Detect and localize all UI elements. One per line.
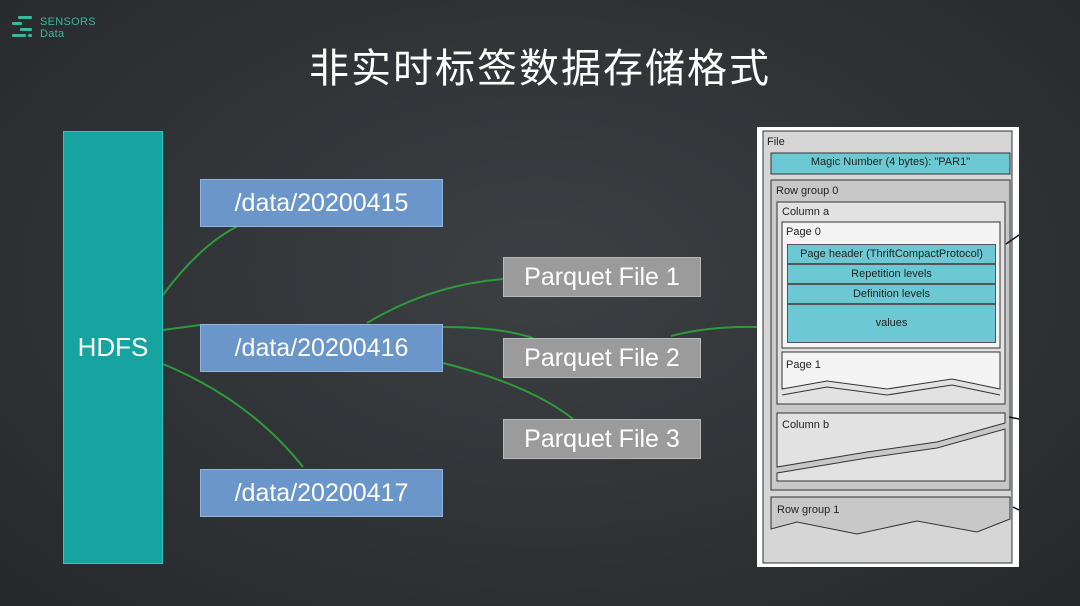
- magic-number-box: [770, 152, 1011, 175]
- logo-mark-icon: [12, 14, 34, 42]
- row-group-1-label: Row group 1: [777, 504, 840, 516]
- connector-hdfs-dir3: [162, 363, 304, 468]
- file-label: File: [767, 136, 785, 148]
- repetition-levels-cell: Repetition levels: [787, 264, 996, 284]
- arrow-column-b: [1008, 416, 1019, 420]
- magic-number-label: Magic Number (4 bytes): "PAR1": [810, 156, 971, 168]
- sensors-data-logo: SENSORS Data: [12, 14, 96, 42]
- page-1-label: Page 1: [786, 359, 821, 371]
- page-1-tear: [781, 384, 1001, 396]
- arrow-row-group-1: [1012, 506, 1019, 511]
- logo-line-1: SENSORS: [40, 16, 96, 28]
- parquet-file-1: Parquet File 1: [503, 257, 701, 297]
- arrow-page-0: [1005, 234, 1019, 245]
- dir-20200416: /data/20200416: [200, 324, 443, 372]
- page-0-label: Page 0: [786, 226, 821, 238]
- slide-title: 非实时标签数据存储格式: [309, 46, 771, 92]
- logo-text: SENSORS Data: [40, 16, 96, 40]
- column-a-label: Column a: [782, 206, 830, 218]
- connector-hdfs-dir2: [162, 324, 201, 331]
- logo-line-2: Data: [40, 28, 65, 40]
- parquet-file-3: Parquet File 3: [503, 419, 701, 459]
- connector-dir2-file3: [442, 362, 574, 420]
- column-b-tear: [776, 428, 1006, 482]
- values-cell: values: [787, 304, 996, 343]
- connector-dir2-file2: [442, 326, 534, 339]
- parquet-format-diagram: File Magic Number (4 bytes): "PAR1" Row …: [757, 127, 1019, 567]
- row-group-1-box: [770, 496, 1011, 535]
- dir-20200417: /data/20200417: [200, 469, 443, 517]
- dir-20200415: /data/20200415: [200, 179, 443, 227]
- hdfs-block: HDFS: [63, 131, 163, 564]
- connector-file2-format: [670, 325, 758, 337]
- connector-hdfs-dir1: [162, 225, 239, 296]
- page-header-cell: Page header (ThriftCompactProtocol): [787, 244, 996, 264]
- page-1-box: [781, 351, 1001, 390]
- definition-levels-cell: Definition levels: [787, 284, 996, 304]
- connector-dir2-file1: [366, 278, 504, 324]
- row-group-0-label: Row group 0: [776, 185, 839, 197]
- hdfs-label: HDFS: [77, 332, 149, 362]
- column-b-label: Column b: [782, 419, 830, 431]
- parquet-file-2: Parquet File 2: [503, 338, 701, 378]
- column-b-box: [776, 412, 1006, 468]
